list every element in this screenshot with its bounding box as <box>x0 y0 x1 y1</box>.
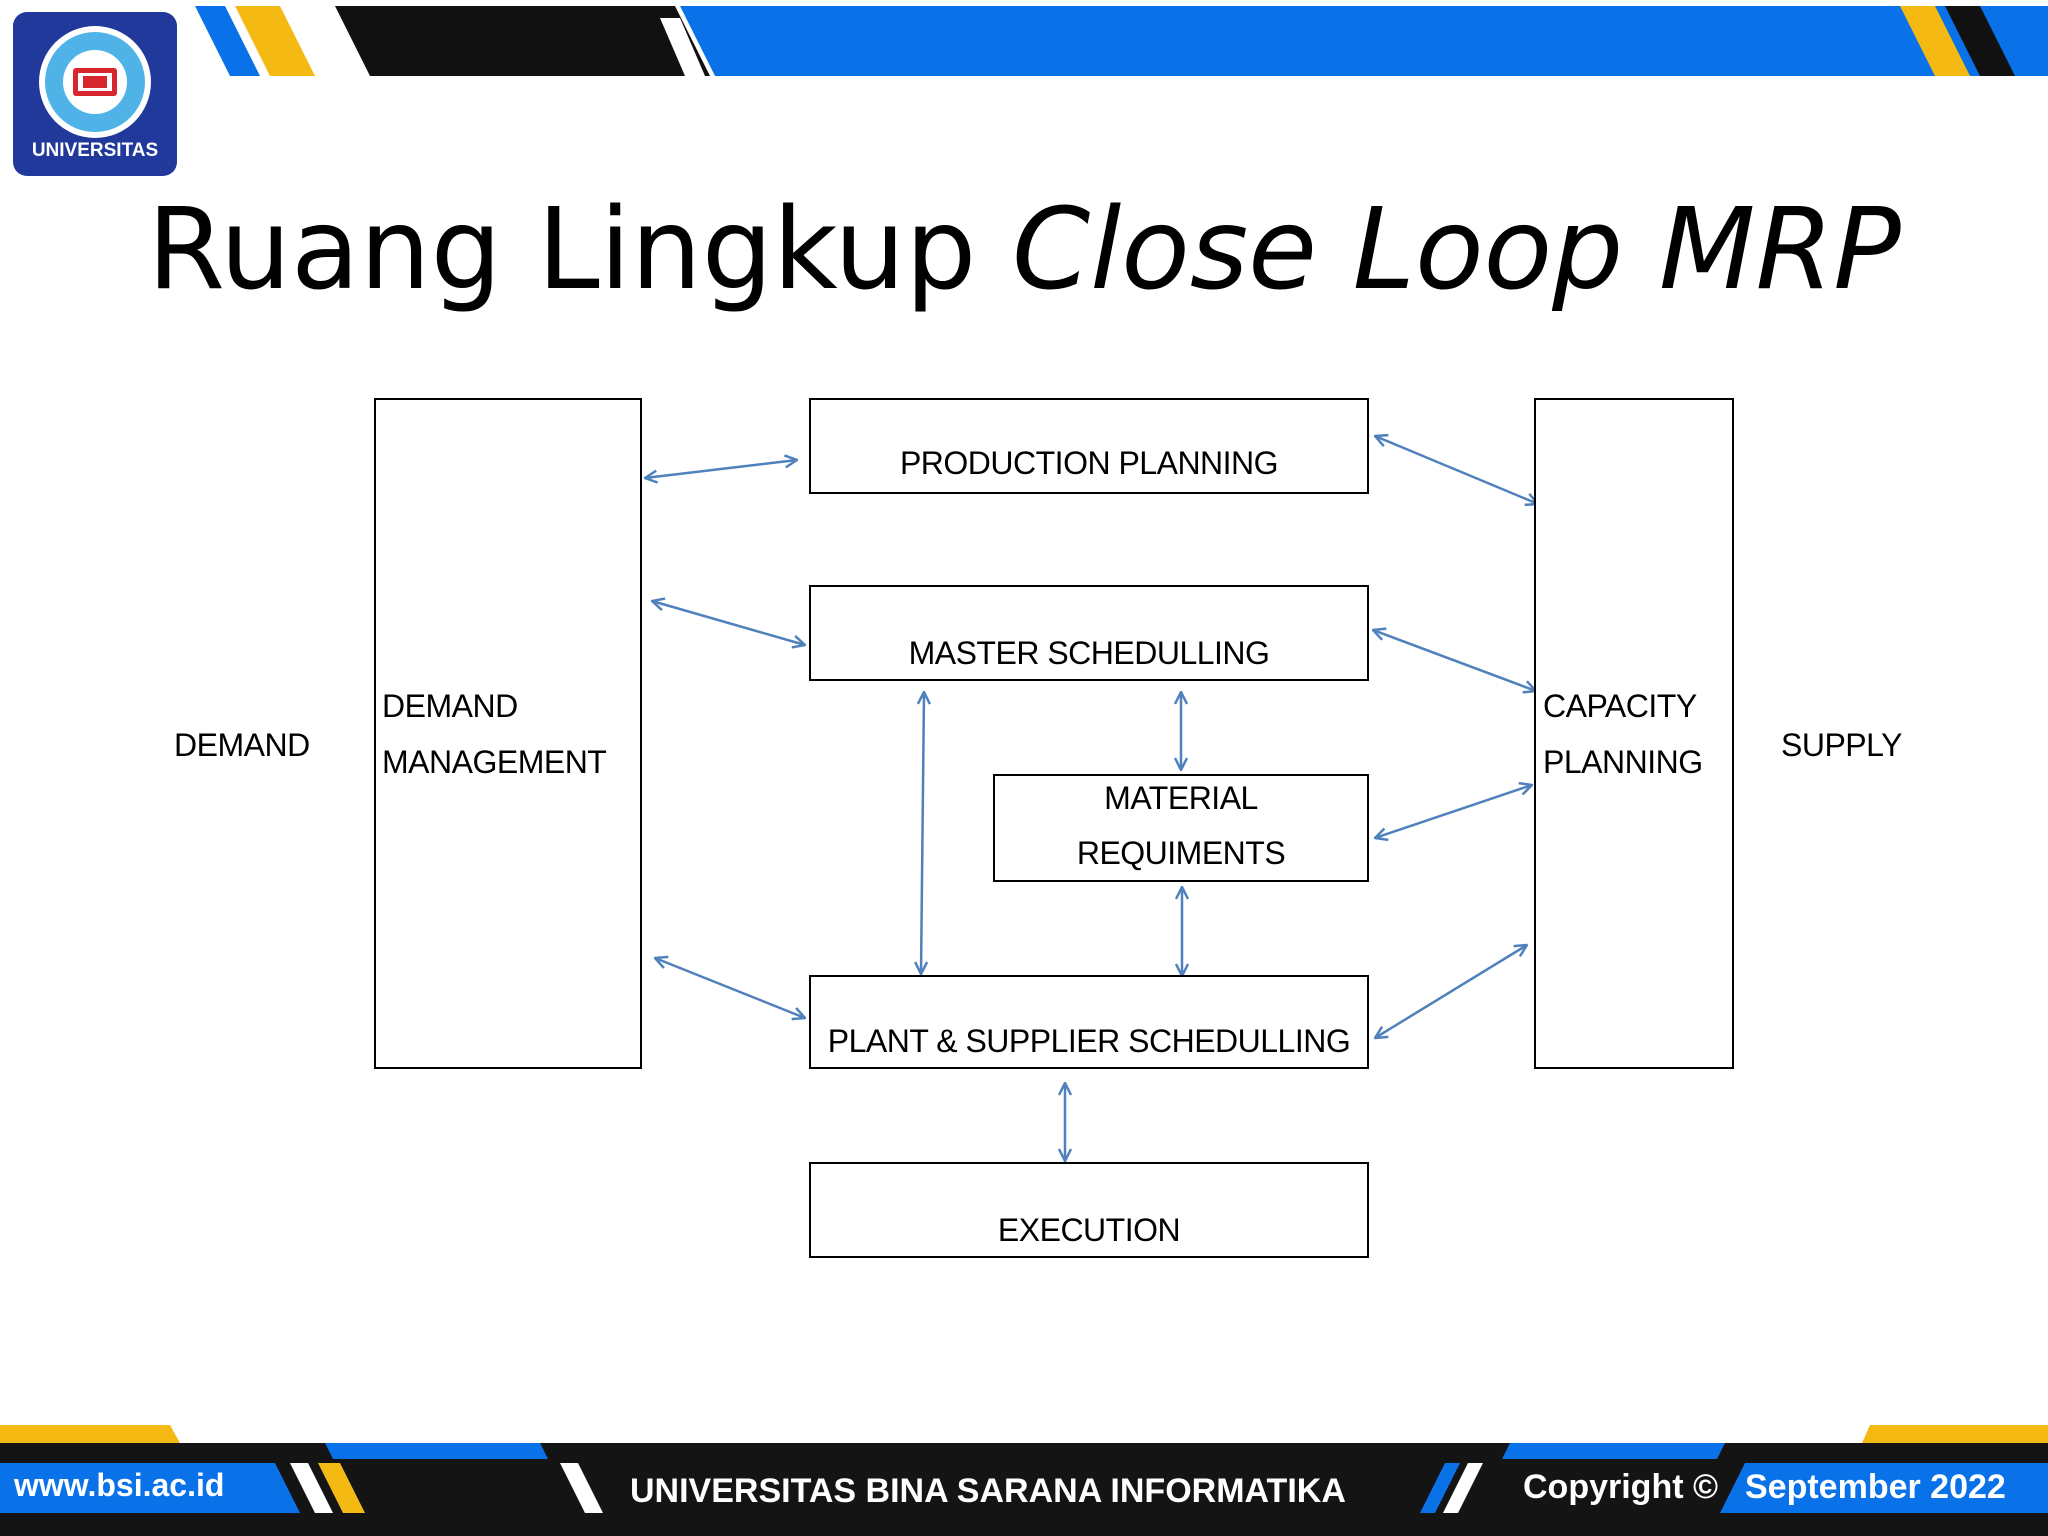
material-requirements-line1: MATERIAL <box>1104 780 1258 816</box>
footer-website[interactable]: www.bsi.ac.id <box>14 1467 225 1503</box>
title-italic: Close Loop MRP <box>1011 185 1901 315</box>
top-banner <box>195 6 2048 76</box>
capacity-planning-line2: PLANNING <box>1543 744 1703 780</box>
execution-label: EXECUTION <box>997 1212 1181 1248</box>
arrow-production-capacity <box>1375 436 1538 504</box>
arrow-master-plant <box>921 692 924 974</box>
material-requirements-box <box>993 774 1369 882</box>
demand-management-box <box>374 398 642 1069</box>
plant-supplier-scheduling-box <box>809 975 1369 1069</box>
footer-banner <box>0 1425 2048 1536</box>
footer-copyright-date: September 2022 <box>1745 1468 2006 1506</box>
material-requirements-line2: REQUIMENTS <box>1076 835 1286 871</box>
production-planning-box <box>809 398 1369 494</box>
university-logo: UNIVERSITAS <box>13 12 177 176</box>
demand-management-line2: MANAGEMENT <box>382 744 607 780</box>
plant-supplier-scheduling-label: PLANT & SUPPLIER SCHEDULLING <box>827 1023 1351 1059</box>
demand-label: DEMAND <box>174 727 310 763</box>
arrow-dm-production <box>645 460 797 478</box>
logo-emblem <box>39 26 151 138</box>
arrow-dm-plant <box>655 958 805 1018</box>
execution-box <box>809 1162 1369 1258</box>
arrow-plant-capacity <box>1375 945 1527 1038</box>
production-planning-label: PRODUCTION PLANNING <box>899 445 1279 481</box>
capacity-planning-box <box>1534 398 1734 1069</box>
arrow-master-capacity <box>1373 630 1536 691</box>
master-scheduling-label: MASTER SCHEDULLING <box>908 635 1270 671</box>
title-plain: Ruang Lingkup <box>147 185 1012 315</box>
arrow-dm-master <box>652 601 805 645</box>
master-scheduling-box <box>809 585 1369 681</box>
footer-institution: UNIVERSITAS BINA SARANA INFORMATIKA <box>630 1472 1346 1510</box>
footer-copyright-prefix: Copyright © <box>1523 1468 1719 1506</box>
supply-label: SUPPLY <box>1781 727 1902 763</box>
capacity-planning-line1: CAPACITY <box>1543 688 1697 724</box>
logo-caption: UNIVERSITAS <box>31 140 159 161</box>
demand-management-line1: DEMAND <box>382 688 518 724</box>
arrow-material-capacity <box>1375 785 1532 838</box>
slide-title: Ruang Lingkup Close Loop MRP <box>0 180 2048 320</box>
